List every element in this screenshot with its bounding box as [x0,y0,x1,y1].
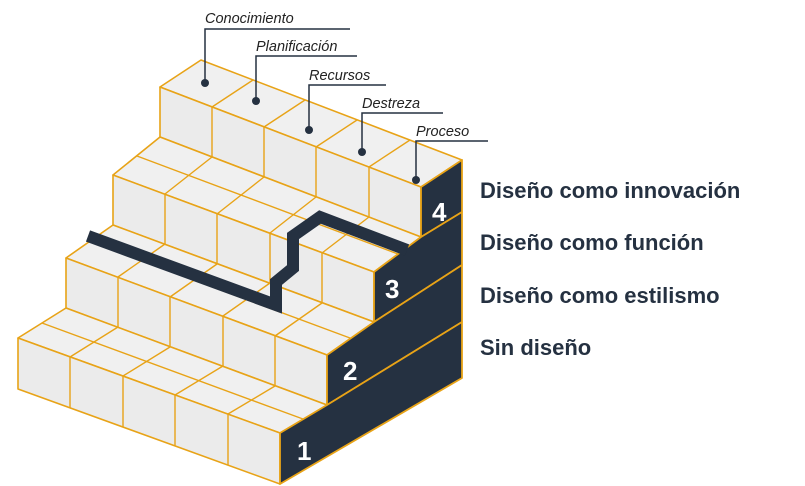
callout-label-recursos: Recursos [309,68,370,84]
step-3-grid [136,155,399,303]
callout-destreza: Destreza [358,96,443,156]
step-4-number: 4 [432,197,447,227]
level-label-2: Diseño como estilismo [480,283,720,308]
step-1-number: 1 [297,436,311,466]
callout-label-destreza: Destreza [362,96,420,112]
step-3-side [373,211,463,323]
callout-dot [252,97,260,105]
callout-label-conocimiento: Conocimiento [205,11,294,27]
level-label-4: Diseño como innovación [480,178,740,203]
callout-planificacion: Planificación [252,39,357,105]
step-1: 1 [17,307,463,485]
callout-label-planificacion: Planificación [256,39,337,55]
step-3-number: 3 [385,274,399,304]
step-2-number: 2 [343,356,357,386]
step-3: 3 [112,136,463,323]
step-4-grid [211,79,411,217]
callout-label-proceso: Proceso [416,124,469,140]
callout-dot [358,148,366,156]
callout-proceso: Proceso [412,124,488,184]
level-label-3: Diseño como función [480,230,704,255]
level-label-1: Sin diseño [480,335,591,360]
callout-dot [305,126,313,134]
step-1-grid [41,322,304,465]
callout-conocimiento: Conocimiento [201,11,350,87]
callout-recursos: Recursos [305,68,386,134]
step-2-side [326,264,463,406]
path-band [85,210,410,314]
callout-dot [201,79,209,87]
callout-dot [412,176,420,184]
step-1-side [279,321,463,485]
